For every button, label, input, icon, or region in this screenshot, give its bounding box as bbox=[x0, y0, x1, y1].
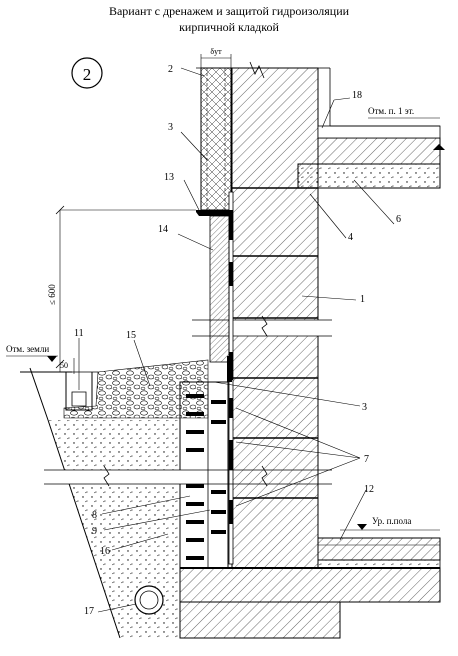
callout-18: 18 bbox=[352, 90, 362, 101]
callout-6: 6 bbox=[396, 214, 401, 225]
foundation-slab bbox=[179, 567, 441, 639]
callout-15: 15 bbox=[126, 330, 136, 341]
drawing-title-line-2: кирпичной кладкой bbox=[179, 20, 279, 34]
figure-number-badge: 2 bbox=[71, 57, 103, 89]
drawing-title-line-1: Вариант с дренажем и защитой гидроизоляц… bbox=[108, 4, 350, 18]
callout-14: 14 bbox=[158, 224, 168, 235]
callout-16: 16 bbox=[100, 546, 110, 557]
dimension-height-label: ≤ 600 bbox=[47, 284, 57, 305]
elevation-first-floor: Отм. п. 1 эт. bbox=[368, 106, 414, 116]
drain-pipe bbox=[134, 585, 164, 615]
callout-labels: 2 3 13 14 11 15 18 6 4 1 3 7 12 8 9 16 1… bbox=[74, 64, 401, 617]
callout-3-bottom: 3 bbox=[362, 402, 367, 413]
callout-12: 12 bbox=[364, 484, 374, 495]
insulation-thickness-label: δут bbox=[210, 47, 222, 56]
dimension-height: ≤ 600 50 bbox=[47, 205, 196, 374]
svg-text:2: 2 bbox=[83, 65, 92, 84]
callout-8: 8 bbox=[92, 510, 97, 521]
callout-7: 7 bbox=[364, 454, 369, 465]
drainage-tray bbox=[60, 371, 98, 411]
basement-floor: Ур. п.пола bbox=[317, 516, 441, 569]
ground-elevation-marker: Отм. земли bbox=[6, 344, 58, 362]
protective-plaster-layer bbox=[209, 215, 230, 363]
elevation-floor-level: Ур. п.пола bbox=[372, 516, 411, 526]
callout-2: 2 bbox=[168, 64, 173, 75]
floor-slab-first-floor: Отм. п. 1 эт. bbox=[297, 68, 445, 189]
dimension-50-label: 50 bbox=[60, 361, 68, 370]
insulation-layer: δут bbox=[200, 47, 232, 211]
callout-17: 17 bbox=[84, 606, 94, 617]
callout-9: 9 bbox=[92, 526, 97, 537]
masonry-wall bbox=[192, 67, 332, 569]
gravel-drainage-layer bbox=[63, 359, 209, 419]
callout-3-top: 3 bbox=[168, 122, 173, 133]
callout-4: 4 bbox=[348, 232, 353, 243]
svg-text:Отм. земли: Отм. земли bbox=[6, 344, 49, 354]
callout-11: 11 bbox=[74, 328, 84, 339]
callout-1: 1 bbox=[360, 294, 365, 305]
backfill-soil bbox=[20, 367, 332, 639]
callout-13: 13 bbox=[164, 172, 174, 183]
plinth-flashing bbox=[196, 210, 231, 216]
